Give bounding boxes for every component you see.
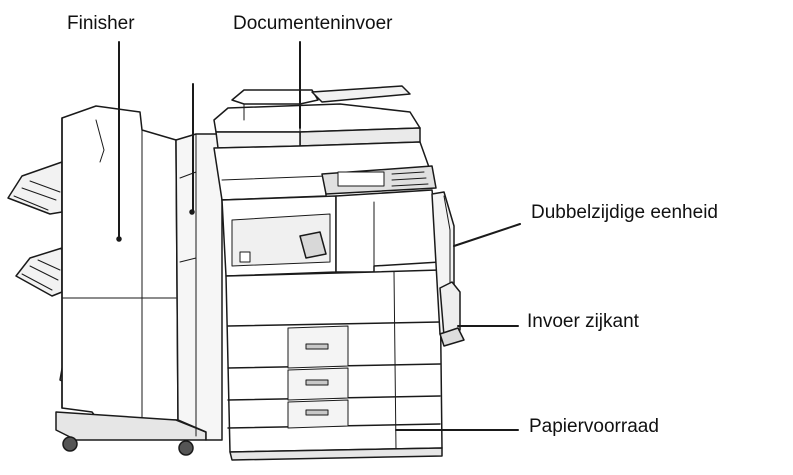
side-feed-tray xyxy=(439,281,465,347)
copier-main-body xyxy=(213,141,443,461)
document-feeder-unit xyxy=(213,85,421,149)
leader-lines xyxy=(118,41,521,431)
finisher-unit xyxy=(55,105,207,456)
leader-duplex xyxy=(453,223,521,247)
bridge-unit xyxy=(175,133,223,441)
finisher-label: Finisher xyxy=(67,13,135,34)
paper-supply-label: Papiervoorraad xyxy=(529,416,659,437)
document-feeder-label: Documenteninvoer xyxy=(233,13,393,34)
side-feed-label: Invoer zijkant xyxy=(527,311,639,332)
duplex-unit-label: Dubbelzijdige eenheid xyxy=(531,202,718,223)
